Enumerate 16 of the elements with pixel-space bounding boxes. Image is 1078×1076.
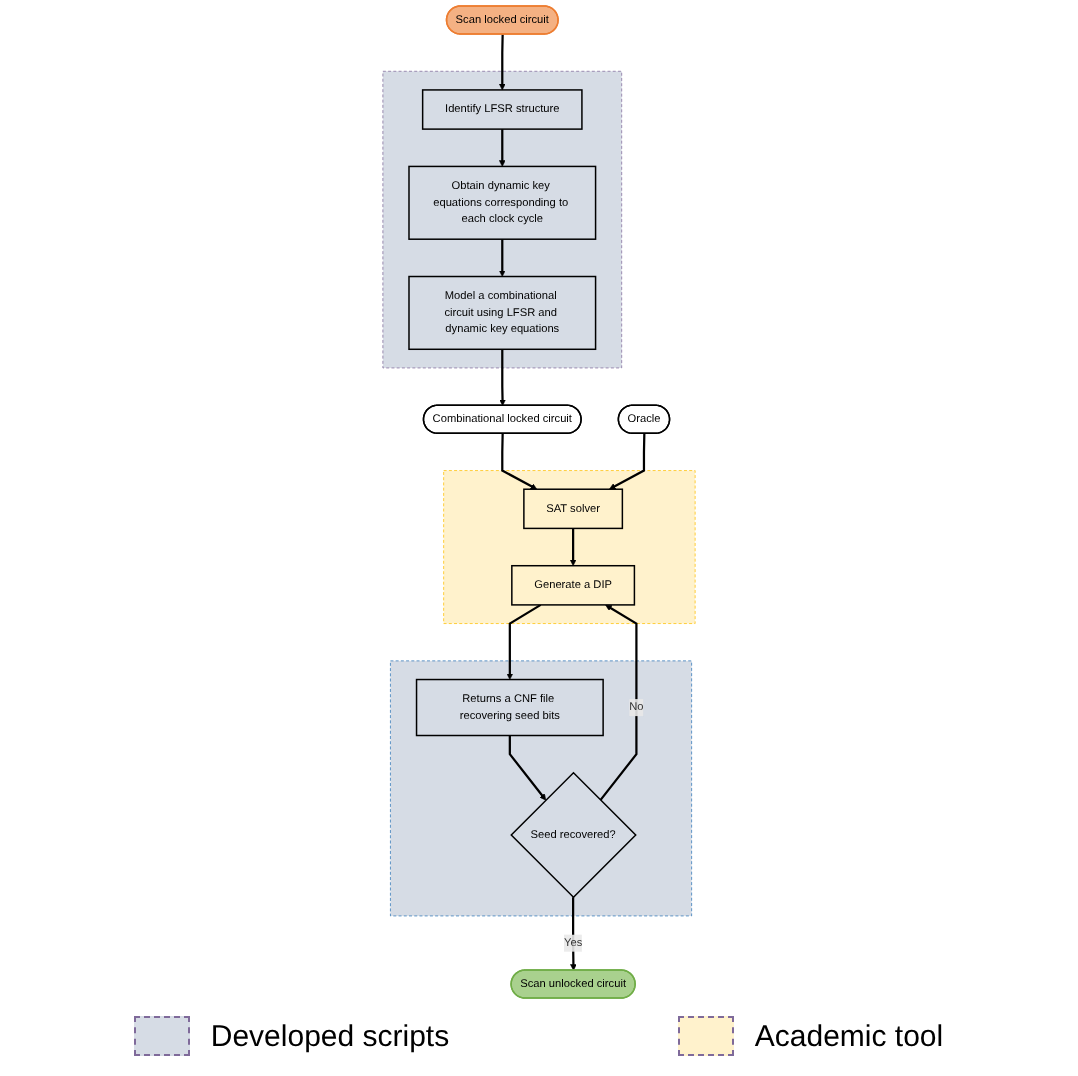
legend-label: Academic tool xyxy=(754,1019,944,1053)
arrow xyxy=(499,349,506,406)
cluster xyxy=(382,70,623,369)
legend-label: Developed scripts xyxy=(210,1019,450,1053)
arrow xyxy=(570,897,577,971)
arrow xyxy=(569,528,577,566)
arrow xyxy=(508,735,547,801)
arrow xyxy=(506,603,542,680)
arrow xyxy=(499,239,506,277)
arrow xyxy=(501,433,538,490)
cluster xyxy=(443,470,696,624)
arrow xyxy=(499,34,506,91)
cluster xyxy=(390,660,692,917)
arrow xyxy=(609,433,646,490)
arrow xyxy=(599,604,638,801)
arrow xyxy=(499,129,506,167)
